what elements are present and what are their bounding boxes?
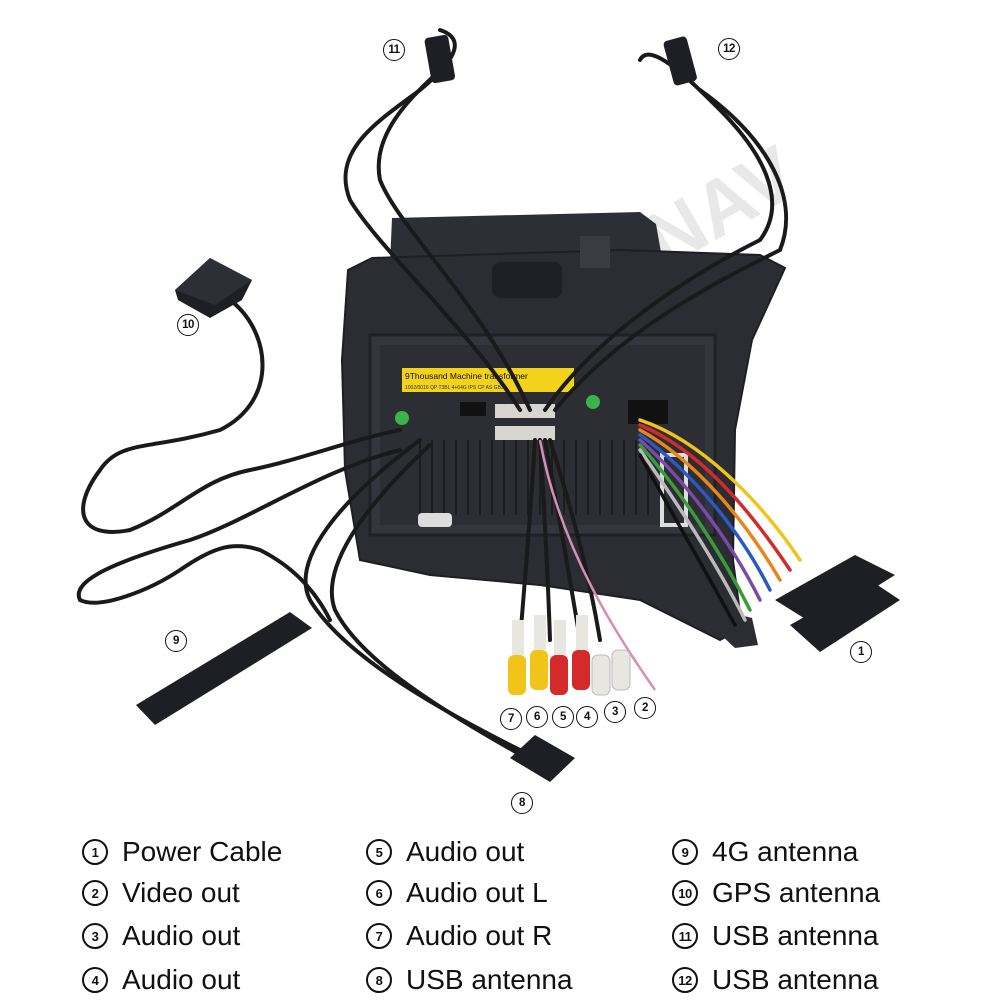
- video-wire: [538, 439, 657, 691]
- legend-item: 2 Video out: [82, 873, 240, 913]
- legend-item: 9 4G antenna: [672, 832, 858, 872]
- usb-plug-12: [663, 36, 697, 86]
- 4g-antenna: [136, 612, 312, 725]
- legend-label: Audio out L: [406, 877, 548, 908]
- callout-12: 12: [718, 38, 740, 60]
- callout-11: 11: [383, 39, 405, 61]
- legend-number: 6: [366, 880, 392, 906]
- callout-1: 1: [850, 641, 872, 663]
- unit-sticker: [402, 368, 574, 392]
- power-connector: [775, 555, 900, 652]
- legend-number: 1: [82, 839, 108, 865]
- legend-item: 7 Audio out R: [366, 916, 552, 956]
- legend-label: USB antenna: [712, 964, 879, 995]
- top-slot: [492, 262, 562, 298]
- callout-5: 5: [552, 706, 574, 728]
- legend-label: Audio out: [122, 964, 241, 995]
- power-socket: [628, 400, 668, 424]
- legend-item: 5 Audio out: [366, 832, 524, 872]
- usb-plug-11: [424, 34, 456, 84]
- usb-plug-8: [510, 735, 575, 782]
- legend-number: 5: [366, 839, 392, 865]
- legend-item: 4 Audio out: [82, 960, 240, 1000]
- callout-2: 2: [634, 697, 656, 719]
- unit-sticker-line2: 1002/0016 QP T3BL 4+64G IPS CP AS GB3: [405, 385, 504, 391]
- callout-6: 6: [526, 706, 548, 728]
- legend-number: 4: [82, 967, 108, 993]
- legend-label: Audio out R: [406, 920, 553, 951]
- legend-label: USB antenna: [406, 964, 573, 995]
- green-led-left: [395, 411, 409, 425]
- legend-label: 4G antenna: [712, 836, 859, 867]
- legend-item: 6 Audio out L: [366, 873, 548, 913]
- head-unit-illustration: ZWNAV 9Thousand Machine transformer 1002…: [76, 28, 900, 782]
- legend-number: 10: [672, 880, 698, 906]
- legend-number: 8: [366, 967, 392, 993]
- callout-7: 7: [500, 708, 522, 730]
- callout-9: 9: [165, 630, 187, 652]
- legend-number: 2: [82, 880, 108, 906]
- legend-item: 1 Power Cable: [82, 832, 282, 872]
- frame-clip: [718, 610, 758, 648]
- legend-number: 12: [672, 967, 698, 993]
- legend: 1 Power Cable 2 Video out 3 Audio out 4 …: [0, 830, 1000, 1000]
- legend-label: Power Cable: [122, 836, 283, 867]
- gps-antenna: [175, 258, 252, 318]
- legend-item: 10 GPS antenna: [672, 873, 880, 913]
- unit-sticker-line1: 9Thousand Machine transformer: [405, 371, 528, 381]
- legend-label: Audio out: [122, 920, 241, 951]
- callout-4: 4: [576, 706, 598, 728]
- legend-label: Video out: [122, 877, 240, 908]
- cables: [76, 28, 789, 762]
- legend-number: 3: [82, 923, 108, 949]
- legend-item: 12 USB antenna: [672, 960, 879, 1000]
- legend-label: Audio out: [406, 836, 525, 867]
- callout-3: 3: [604, 701, 626, 723]
- connector-ports-bottom: [495, 426, 555, 440]
- legend-item: 11 USB antenna: [672, 916, 879, 956]
- legend-number: 7: [366, 923, 392, 949]
- callout-10: 10: [177, 314, 199, 336]
- connector-ports-top: [495, 404, 555, 418]
- legend-label: USB antenna: [712, 920, 879, 951]
- legend-number: 11: [672, 923, 698, 949]
- callout-8: 8: [511, 792, 533, 814]
- power-harness: [638, 418, 802, 627]
- rca-plugs: [508, 615, 631, 696]
- white-label: [418, 513, 452, 527]
- legend-label: GPS antenna: [712, 877, 881, 908]
- legend-item: 3 Audio out: [82, 916, 240, 956]
- legend-item: 8 USB antenna: [366, 960, 573, 1000]
- usb-port: [460, 402, 486, 416]
- green-led-right: [586, 395, 600, 409]
- top-clip: [580, 236, 610, 268]
- legend-number: 9: [672, 839, 698, 865]
